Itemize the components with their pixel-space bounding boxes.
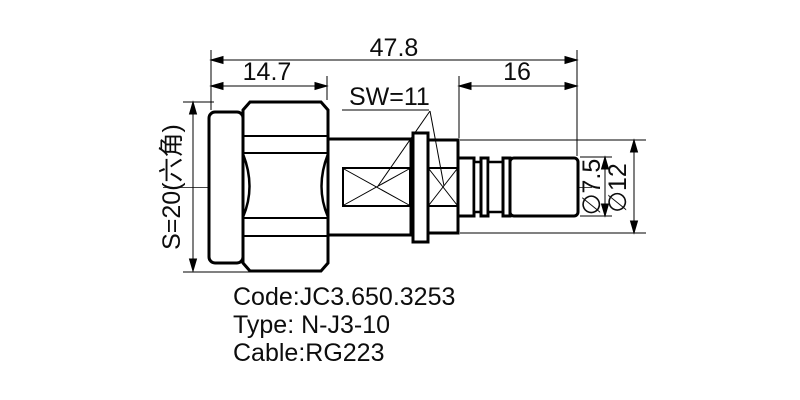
connector-body [207, 100, 580, 273]
arrow-down-icon [600, 203, 610, 218]
note-cable: Cable:RG223 [233, 339, 384, 367]
front-coupling-ring [207, 110, 245, 265]
hex-coupling-nut [241, 100, 330, 273]
arrow-up-icon [629, 138, 639, 153]
bulkhead-washer [411, 131, 430, 244]
note-type: Type: N-J3-10 [233, 311, 390, 339]
dim-front-length [209, 76, 329, 100]
dim-body-diameter [629, 138, 639, 235]
arrow-left-icon [209, 55, 224, 65]
note-code: Code:JC3.650.3253 [233, 283, 455, 311]
notes-block: Code:JC3.650.3253 Type: N-J3-10 Cable:RG… [233, 283, 455, 367]
arrow-up-icon [188, 100, 198, 115]
cable-entry-section [456, 156, 580, 218]
dim-cable-diameter-text: ∅7.5 [578, 159, 606, 216]
dim-body-diameter-extensions [460, 139, 646, 234]
dim-cable-diameter [600, 155, 610, 218]
arrow-left-icon [209, 81, 224, 91]
dim-rear-length [457, 76, 579, 138]
arrow-left-icon [457, 81, 472, 91]
arrow-right-icon [564, 55, 579, 65]
dim-cable-diameter-extensions [580, 156, 612, 217]
label-wrench-size-text: SW=11 [349, 83, 430, 111]
arrow-down-icon [629, 220, 639, 235]
label-wrench-size [342, 109, 445, 187]
dim-hex-across-flats [183, 100, 252, 273]
arrow-up-icon [600, 155, 610, 170]
dim-overall-length [209, 50, 579, 156]
dim-hex-across-flats-text: S=20(六角) [158, 124, 186, 250]
dim-front-length-text: 14.7 [243, 58, 292, 86]
dim-overall-length-text: 47.8 [370, 34, 419, 62]
dim-rear-length-text: 16 [503, 58, 531, 86]
arrow-right-icon [314, 81, 329, 91]
arrow-right-icon [564, 81, 579, 91]
arrow-down-icon [188, 258, 198, 273]
connector-main-body [326, 137, 413, 237]
dim-body-diameter-text: ∅12 [604, 163, 632, 213]
rear-hex-nut [426, 138, 460, 235]
